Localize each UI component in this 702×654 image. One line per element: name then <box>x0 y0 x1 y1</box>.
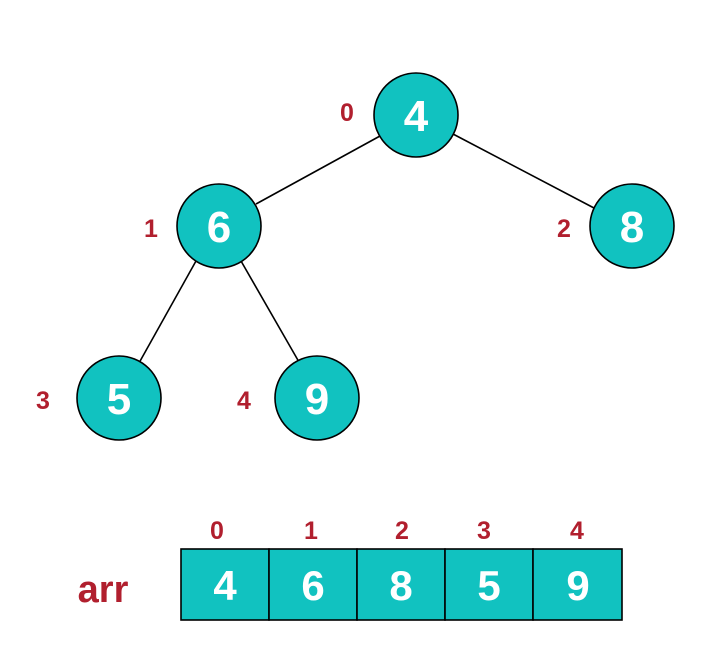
node-value: 4 <box>404 92 429 141</box>
array-cell-box <box>444 548 534 621</box>
node-index-label: 0 <box>340 99 354 127</box>
array-cell-index: 4 <box>570 517 584 545</box>
tree-nodes: 4 0 6 1 8 2 5 3 9 4 <box>36 72 675 441</box>
node-circle <box>373 72 459 158</box>
edge-1-4 <box>240 260 300 363</box>
tree-node: 6 1 <box>144 183 262 269</box>
node-circle <box>176 183 262 269</box>
node-value: 9 <box>305 375 329 424</box>
node-circle <box>76 355 162 441</box>
array-cell: 5 3 <box>444 517 534 621</box>
node-value: 5 <box>107 375 131 424</box>
array-cell-box <box>180 548 270 621</box>
array-cell-value: 4 <box>213 562 237 609</box>
array-cell-index: 1 <box>304 517 318 545</box>
node-index-label: 3 <box>36 387 50 415</box>
array-cell-value: 5 <box>477 562 500 609</box>
array-cell-box <box>532 548 623 621</box>
array-cell-index: 0 <box>210 517 224 545</box>
node-circle <box>274 355 360 441</box>
array-label: arr <box>78 569 129 611</box>
tree-node: 8 2 <box>557 183 675 269</box>
array-cells: 4 0 6 1 8 2 5 3 9 4 <box>180 517 623 621</box>
array-cell-box <box>268 548 358 621</box>
tree-node: 4 0 <box>340 72 459 158</box>
node-value: 8 <box>620 203 644 252</box>
tree-edges <box>138 133 595 364</box>
array-cell: 8 2 <box>356 517 446 621</box>
tree-node: 9 4 <box>237 355 360 441</box>
array-cell: 6 1 <box>268 517 358 621</box>
node-value: 6 <box>207 203 231 252</box>
node-index-label: 1 <box>144 215 158 243</box>
node-circle <box>589 183 675 269</box>
edge-1-3 <box>138 260 197 364</box>
edge-0-1 <box>255 135 381 205</box>
array-cell-value: 8 <box>389 562 412 609</box>
array-cell-index: 3 <box>477 517 491 545</box>
node-index-label: 2 <box>557 215 571 243</box>
array-cell-index: 2 <box>395 517 409 545</box>
array-cell-value: 6 <box>301 562 324 609</box>
node-index-label: 4 <box>237 387 251 415</box>
edge-0-2 <box>452 133 595 209</box>
array-cell: 9 4 <box>532 517 623 621</box>
array-cell: 4 0 <box>180 517 270 621</box>
array-cell-value: 9 <box>566 562 589 609</box>
tree-node: 5 3 <box>36 355 162 441</box>
array-cell-box <box>356 548 446 621</box>
